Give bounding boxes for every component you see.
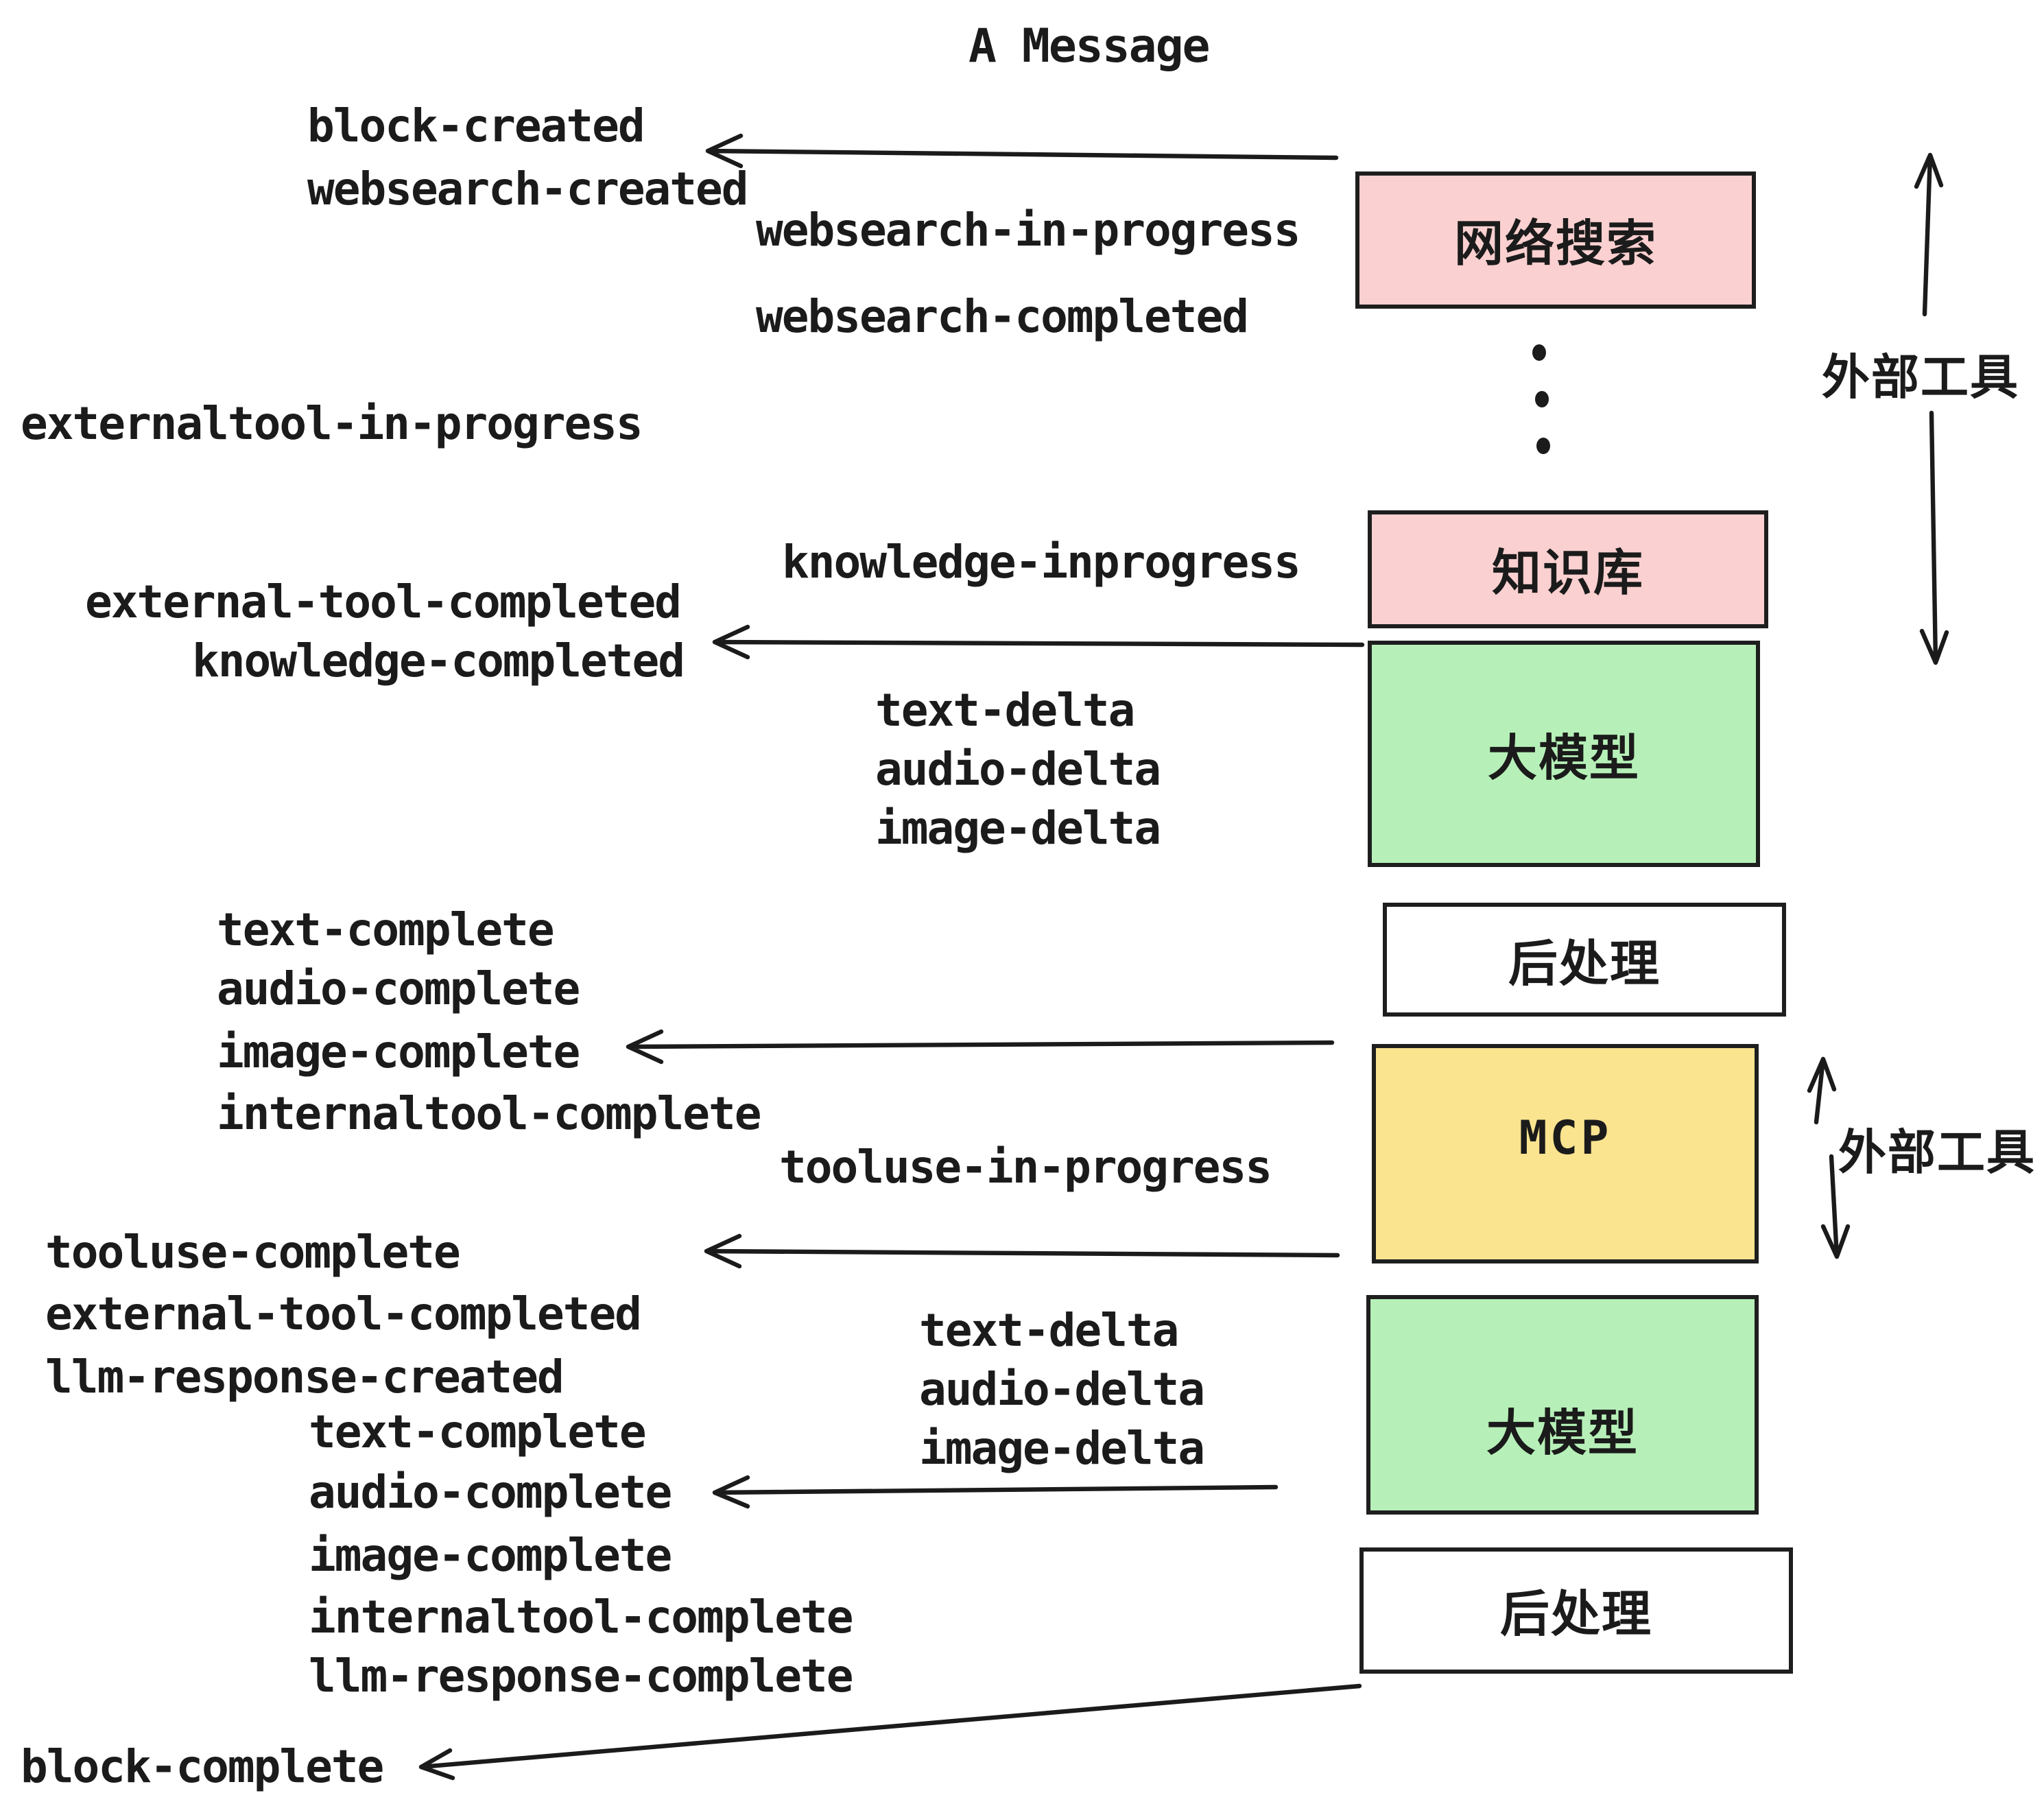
event-label-image-complete-2: image-complete	[309, 1528, 672, 1582]
ellipsis-dots-icon	[1532, 344, 1550, 454]
event-label-image-complete-1: image-complete	[217, 1025, 580, 1078]
box-postprocess-1: 后处理	[1383, 903, 1786, 1017]
event-label-internaltool-complete-1: internaltool-complete	[217, 1087, 761, 1140]
box-postprocess-1-label: 后处理	[1508, 935, 1661, 991]
box-llm-2: 大模型	[1366, 1295, 1759, 1515]
event-label-audio-delta-2: audio-delta	[919, 1362, 1205, 1416]
box-llm-1: 大模型	[1368, 641, 1760, 867]
arrow-to-block-complete	[418, 1683, 1362, 1781]
arrow-to-tooluse-complete	[704, 1233, 1340, 1269]
arrow-websearch-to-block-created	[705, 133, 1339, 169]
arrow-to-audio-complete	[712, 1475, 1279, 1509]
box-mcp: MCP	[1372, 1044, 1759, 1263]
event-label-llm-response-complete: llm-response-complete	[309, 1649, 853, 1702]
arrow-to-knowledge-completed	[712, 624, 1365, 660]
event-label-websearch-created: websearch-created	[307, 162, 749, 215]
box-llm-2-label: 大模型	[1486, 1405, 1639, 1461]
box-websearch: 网络搜索	[1355, 171, 1756, 309]
event-label-tooluse-in-progress: tooluse-in-progress	[779, 1140, 1272, 1194]
external-tools-down-arrow-1	[1919, 410, 1949, 665]
event-label-audio-complete-1: audio-complete	[217, 962, 580, 1015]
event-label-text-delta-1: text-delta	[875, 683, 1135, 737]
event-label-image-delta-2: image-delta	[919, 1421, 1205, 1475]
event-label-tooluse-complete: tooluse-complete	[45, 1225, 461, 1279]
box-llm-1-label: 大模型	[1487, 729, 1640, 785]
external-tools-up-arrow-2	[1807, 1056, 1837, 1125]
box-postprocess-2: 后处理	[1359, 1547, 1793, 1674]
box-websearch-label: 网络搜索	[1453, 215, 1657, 272]
box-postprocess-2-label: 后处理	[1499, 1586, 1652, 1642]
event-label-llm-response-created: llm-response-created	[45, 1350, 565, 1403]
event-label-websearch-completed: websearch-completed	[756, 289, 1249, 343]
event-label-block-created: block-created	[307, 99, 645, 152]
event-label-block-complete: block-complete	[21, 1740, 384, 1793]
event-label-audio-delta-1: audio-delta	[875, 742, 1161, 796]
event-label-external-tool-completed-2: external-tool-completed	[45, 1287, 642, 1340]
event-label-knowledge-inprogress: knowledge-inprogress	[782, 535, 1301, 589]
event-label-external-tool-completed-1: external-tool-completed	[85, 575, 682, 628]
box-knowledge: 知识库	[1368, 510, 1768, 628]
side-label-external-tools-2: 外部工具	[1838, 1126, 2036, 1180]
external-tools-down-arrow-2	[1820, 1154, 1851, 1259]
box-knowledge-label: 知识库	[1491, 545, 1644, 601]
box-mcp-label: MCP	[1519, 1111, 1612, 1166]
side-label-external-tools-1: 外部工具	[1822, 351, 2020, 405]
arrow-to-image-complete	[626, 1029, 1335, 1065]
event-label-audio-complete-2: audio-complete	[309, 1465, 672, 1519]
event-label-websearch-in-progress: websearch-in-progress	[756, 203, 1300, 257]
event-label-internaltool-complete-2: internaltool-complete	[309, 1590, 853, 1643]
external-tools-up-arrow-1	[1914, 152, 1944, 317]
event-label-text-complete-1: text-complete	[217, 903, 555, 956]
event-label-knowledge-completed: knowledge-completed	[192, 634, 685, 687]
event-label-externaltool-in-progress: externaltool-in-progress	[21, 396, 643, 450]
page-title: A Message	[968, 19, 1210, 74]
event-label-text-delta-2: text-delta	[919, 1303, 1179, 1357]
event-label-image-delta-1: image-delta	[875, 801, 1161, 855]
event-label-text-complete-2: text-complete	[309, 1405, 647, 1458]
